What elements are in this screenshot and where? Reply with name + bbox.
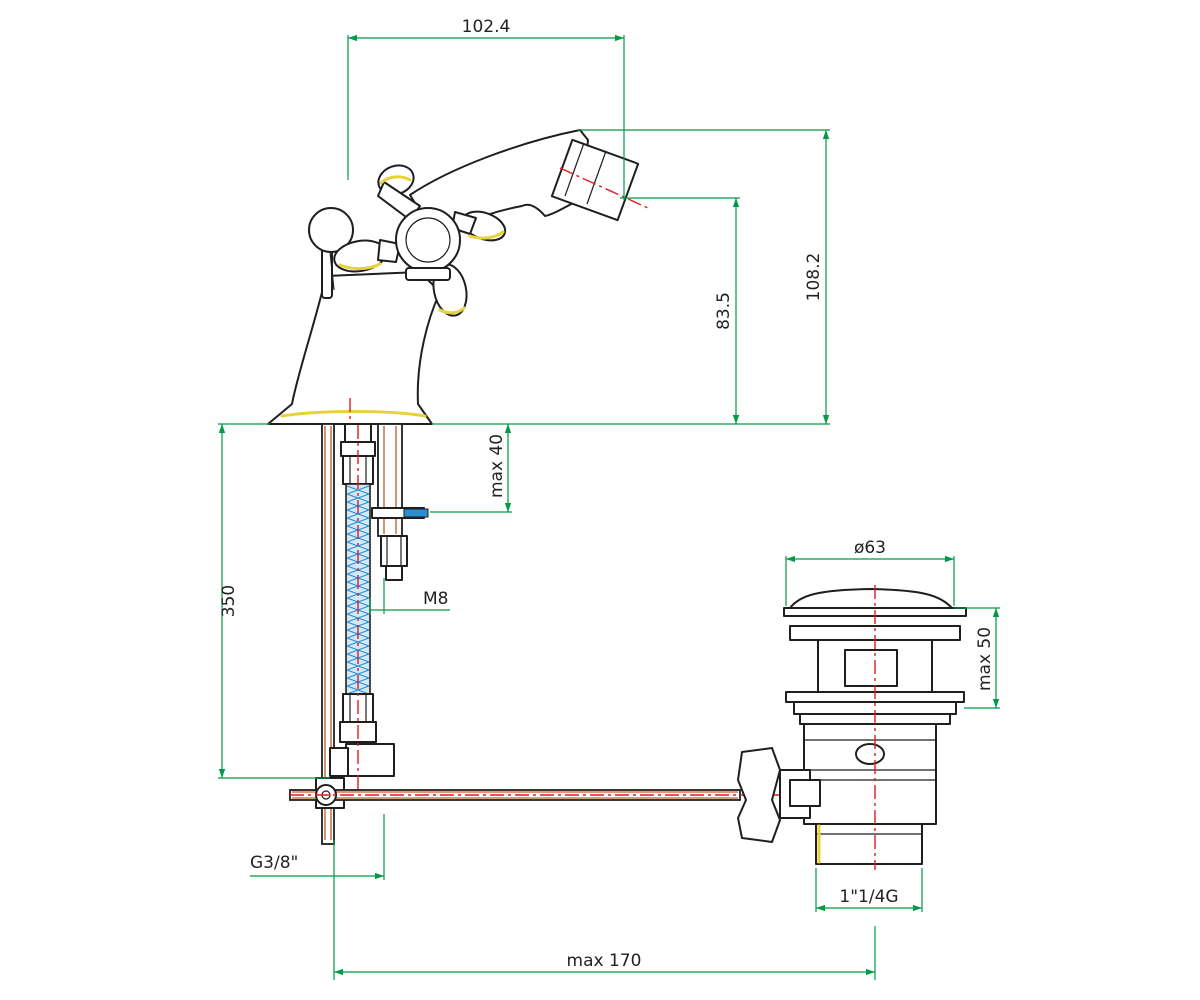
pop-up-drain (737, 585, 967, 870)
label-total-height: 108.2 (804, 253, 824, 302)
cross-handle (333, 164, 507, 317)
supply-assembly (289, 423, 880, 845)
label-spout-height: 83.5 (714, 292, 734, 330)
label-drain-thread: 1"1/4G (839, 887, 898, 907)
label-max-170: max 170 (567, 951, 642, 971)
label-hose-length: 350 (219, 585, 239, 617)
drain-lever-nut (737, 747, 781, 843)
threaded-rod (377, 423, 403, 537)
drain-body (803, 723, 937, 825)
drain-cap (789, 588, 953, 609)
label-m8: M8 (423, 589, 448, 609)
dimensions (218, 34, 1000, 980)
label-drain-diameter: ø63 (854, 538, 886, 558)
faucet-body (267, 271, 441, 425)
label-max-50: max 50 (975, 627, 995, 691)
label-inlet-thread: G3/8" (250, 853, 298, 873)
dimension-labels: 102.4 108.2 83.5 max 40 350 M8 ø63 max 5… (219, 17, 995, 971)
label-max-40: max 40 (487, 434, 507, 498)
inlet-fitting (345, 743, 395, 777)
left-handle-knob (308, 207, 354, 253)
label-spout-reach: 102.4 (462, 17, 511, 37)
faucet (267, 129, 649, 440)
mounting-washer (403, 508, 429, 518)
